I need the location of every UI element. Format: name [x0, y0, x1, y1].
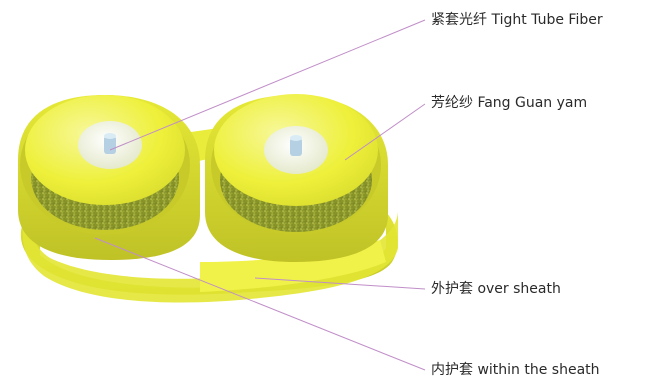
left-tube	[18, 95, 200, 260]
label-over-sheath: 外护套 over sheath	[431, 281, 561, 297]
label-tight-tube-fiber: 紧套光纤 Tight Tube Fiber	[431, 12, 603, 28]
fiber-core-left	[104, 136, 116, 154]
label-aramid-yarn: 芳纶纱 Fang Guan yam	[431, 95, 588, 111]
leader-line-inner-sheath	[94, 237, 426, 371]
label-inner-sheath: 内护套 within the sheath	[431, 362, 600, 378]
leader-line-over-sheath	[254, 277, 426, 290]
fiber-core-right	[290, 138, 302, 156]
leader-line-fiber	[109, 19, 426, 151]
leader-line-yarn	[344, 103, 426, 161]
right-tube	[205, 94, 388, 262]
